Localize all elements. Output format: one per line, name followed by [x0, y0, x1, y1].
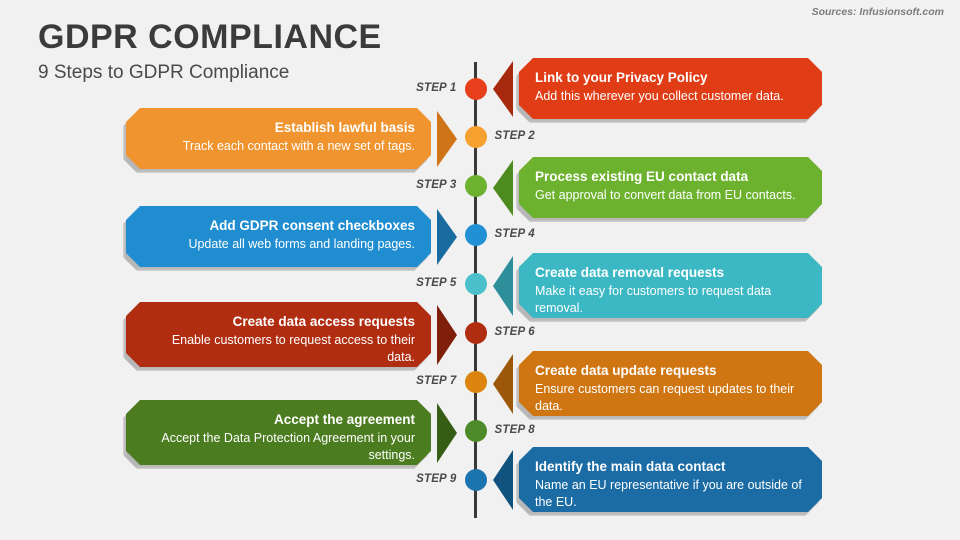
step-label-8: STEP 8: [494, 424, 535, 436]
timeline-dot-2[interactable]: [464, 126, 487, 148]
step-card-description: Ensure customers can request updates to …: [535, 381, 795, 413]
step-card-description: Update all web forms and landing pages.: [188, 236, 415, 251]
timeline-dot-8[interactable]: [464, 420, 487, 442]
step-card-title: Link to your Privacy Policy: [535, 70, 708, 85]
step-label-7: STEP 7: [416, 375, 457, 387]
step-card-description: Accept the Data Protection Agreement in …: [161, 430, 415, 462]
page-subtitle: 9 Steps to GDPR Compliance: [38, 62, 290, 83]
step-label-1: STEP 1: [416, 82, 457, 94]
page-title: GDPR COMPLIANCE: [38, 18, 382, 56]
timeline-dot-3[interactable]: [464, 175, 487, 197]
step-pointer-3: [493, 159, 513, 216]
step-label-6: STEP 6: [494, 326, 535, 338]
step-pointer-4: [437, 208, 457, 265]
step-label-4: STEP 4: [494, 228, 535, 240]
timeline-dot-5[interactable]: [464, 273, 487, 295]
step-pointer-7: [493, 353, 513, 414]
step-card-title: Create data access requests: [232, 314, 415, 329]
step-card-title: Create data update requests: [535, 363, 717, 378]
step-pointer-5: [493, 255, 513, 316]
step-card-description: Track each contact with a new set of tag…: [182, 138, 415, 153]
timeline-dot-4[interactable]: [464, 224, 487, 246]
step-card-title: Establish lawful basis: [274, 120, 415, 135]
step-card-title: Identify the main data contact: [535, 459, 726, 474]
step-card-title: Process existing EU contact data: [535, 169, 749, 184]
step-pointer-1: [493, 60, 513, 117]
step-label-2: STEP 2: [494, 130, 535, 142]
step-card-description: Enable customers to request access to th…: [171, 332, 415, 364]
step-label-5: STEP 5: [416, 277, 457, 289]
step-card-title: Create data removal requests: [535, 265, 725, 280]
step-card-description: Name an EU representative if you are out…: [535, 477, 802, 509]
step-pointer-8: [437, 402, 457, 463]
sources-credit: Sources: Infusionsoft.com: [811, 6, 944, 18]
step-card-title: Accept the agreement: [273, 412, 415, 427]
step-card-title: Add GDPR consent checkboxes: [209, 218, 415, 233]
step-label-3: STEP 3: [416, 179, 457, 191]
timeline-dot-7[interactable]: [464, 371, 487, 393]
step-pointer-9: [493, 449, 513, 510]
step-label-9: STEP 9: [416, 473, 457, 485]
timeline-dot-6[interactable]: [464, 322, 487, 344]
step-card-description: Get approval to convert data from EU con…: [535, 187, 796, 202]
step-pointer-6: [437, 304, 457, 365]
step-pointer-2: [437, 110, 457, 167]
timeline-dot-1[interactable]: [464, 78, 487, 100]
step-card-description: Make it easy for customers to request da…: [535, 283, 772, 315]
timeline-dot-9[interactable]: [464, 469, 487, 491]
step-card-description: Add this wherever you collect customer d…: [535, 88, 784, 103]
